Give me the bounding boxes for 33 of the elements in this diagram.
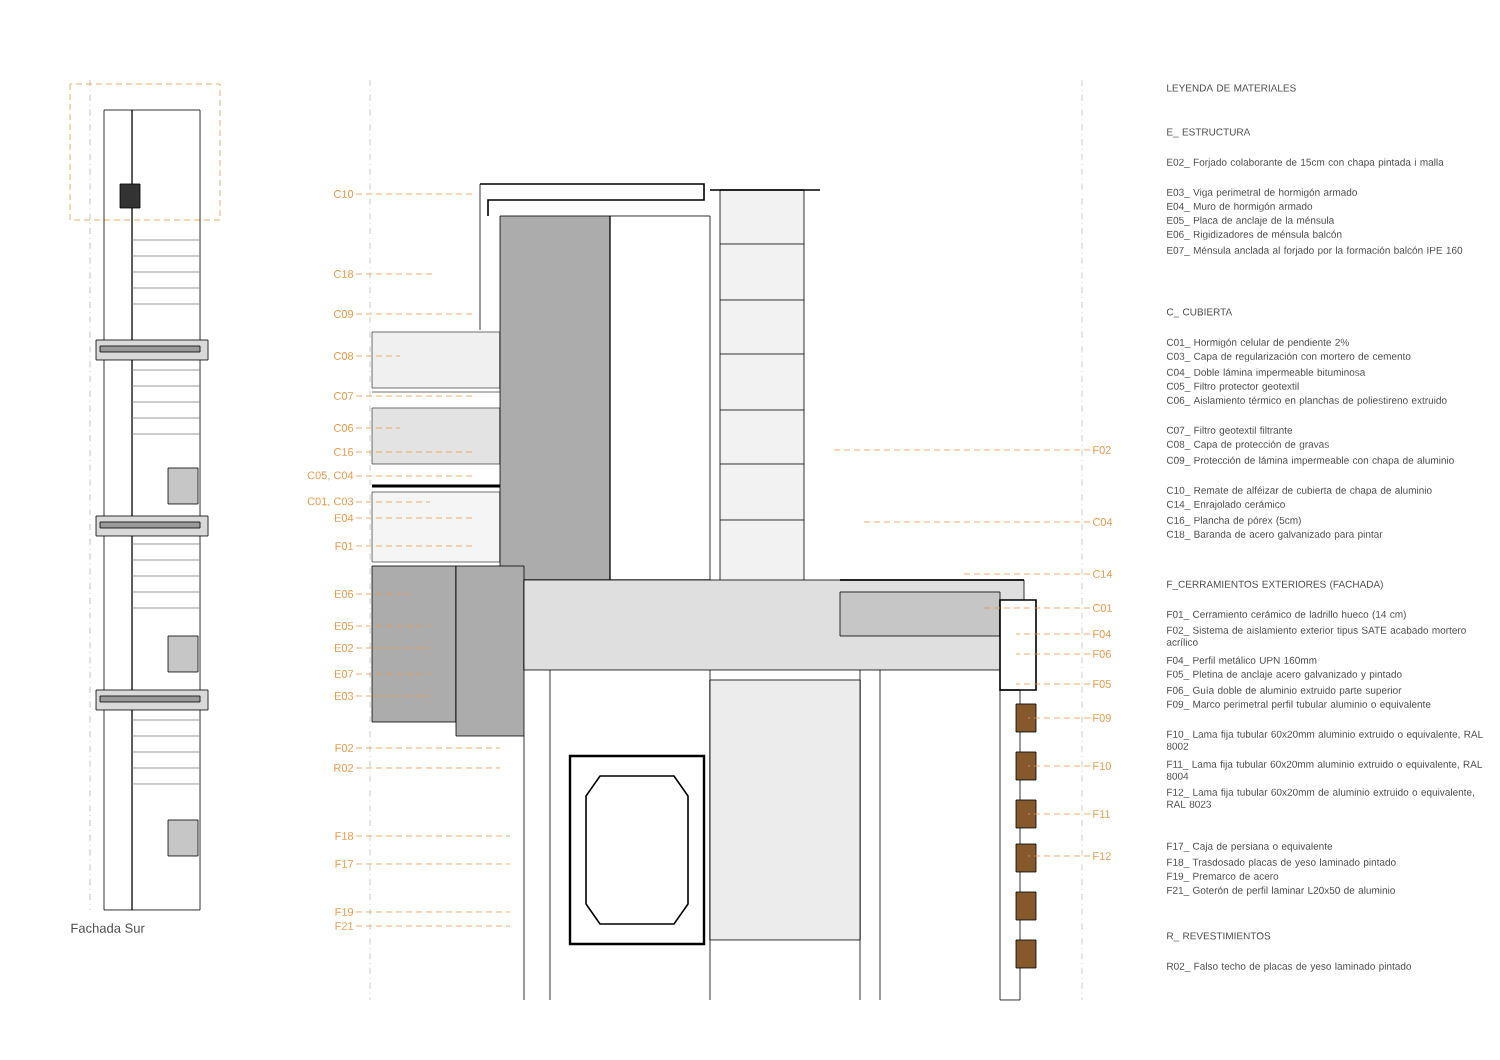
leader-line — [1015, 633, 1091, 635]
leader-line — [1015, 683, 1091, 685]
leader-line — [829, 449, 1091, 451]
leader-line — [355, 193, 473, 195]
leader-line — [355, 911, 511, 913]
leader-line — [959, 573, 1091, 575]
leader-line — [355, 501, 431, 503]
leader-line — [355, 593, 411, 595]
leader-line — [355, 517, 473, 519]
leader-line — [1027, 855, 1091, 857]
leader-line — [355, 647, 431, 649]
leader-line — [355, 451, 473, 453]
leader-line — [355, 395, 473, 397]
leader-line — [979, 607, 1091, 609]
leader-line — [355, 767, 501, 769]
leader-line — [355, 747, 501, 749]
leader-line — [355, 313, 473, 315]
leader-line — [355, 673, 431, 675]
leader-line — [1027, 765, 1091, 767]
leader-line — [1027, 717, 1091, 719]
leader-line — [355, 925, 511, 927]
leader-line — [355, 625, 431, 627]
leader-line — [1027, 813, 1091, 815]
leader-line — [355, 475, 473, 477]
leader-line — [859, 521, 1091, 523]
leader-line — [355, 355, 401, 357]
leader-line — [355, 427, 401, 429]
leader-line — [355, 835, 511, 837]
leader-line — [355, 545, 473, 547]
leader-line — [355, 695, 431, 697]
leader-line — [355, 273, 437, 275]
leader-line — [355, 863, 511, 865]
leader-line — [1015, 653, 1091, 655]
